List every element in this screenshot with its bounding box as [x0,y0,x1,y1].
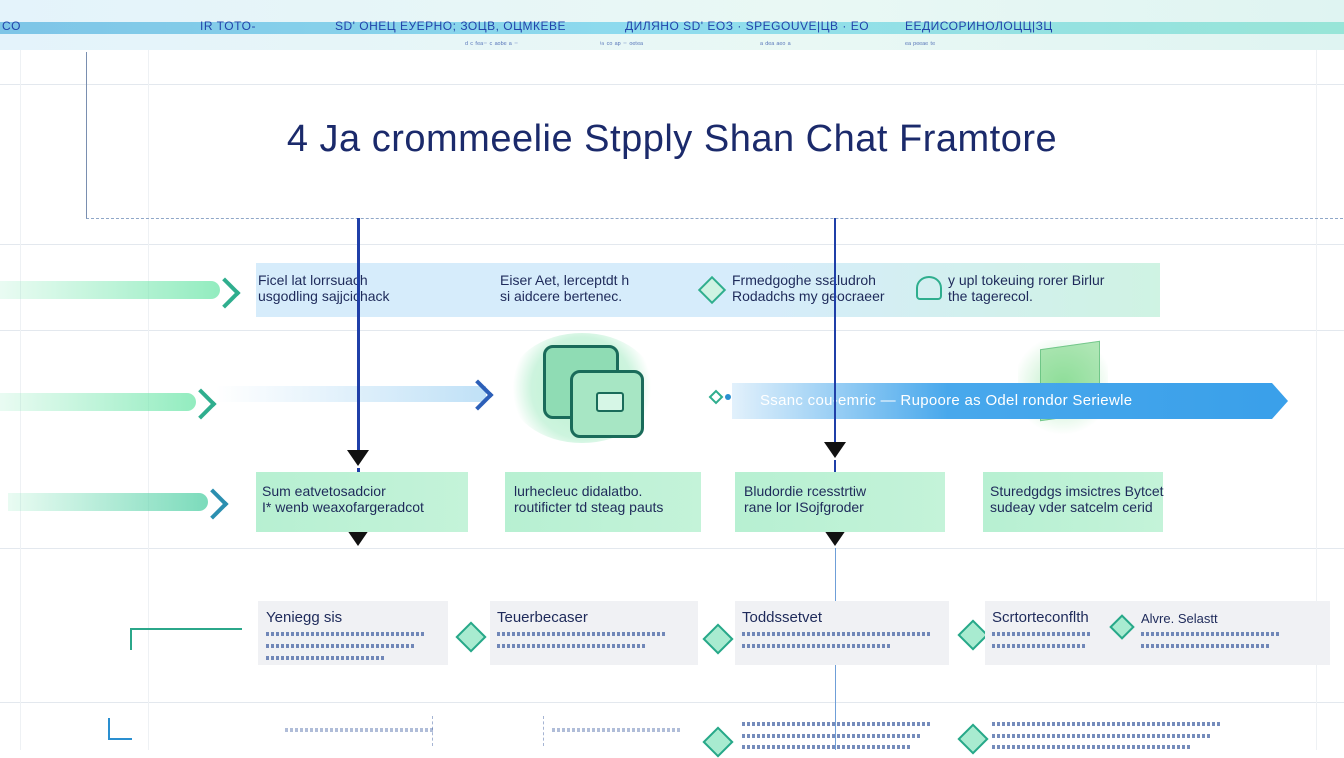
title-frame [86,52,1343,219]
text-placeholder [992,644,1087,648]
text-placeholder [992,745,1192,749]
grid-line [0,548,1344,549]
header-strip-subtext: ᵉᵃ ᵖᵉᵉᵃᵉ ᵗᵉ [905,40,936,49]
text-placeholder [552,728,682,732]
info-card-title: Alvre. Selastt [1141,611,1218,626]
header-strip-text: ДИЛЯНО SD' ЕОЗ · SPEGOUVE|ЦВ · ЕО [625,19,870,33]
header-strip-subtext: ⁱⁿ ᶜᵒ ᵃᵖ ⁻ ᵒᵉᵗᵉᵃ [600,40,644,49]
process-box-line1: lurhecleuc didalatbo. [514,483,643,499]
text-placeholder [742,632,932,636]
row1-item-line1: y upl tokeuing rorer Birlur [948,272,1105,288]
chevron-right-icon [462,379,494,411]
row1-item-line1: Ficel lat lorrsuach [258,272,368,288]
text-placeholder [432,716,544,746]
text-placeholder [285,728,435,732]
text-placeholder [497,632,667,636]
gem-icon [957,619,989,651]
grid-line [0,702,1344,703]
package-icon [570,370,644,438]
shield-icon [916,276,942,300]
text-placeholder [742,644,892,648]
header-strip-text: IR TOTO- [200,19,257,33]
info-card-title: Yeniegg sis [266,609,343,626]
bracket-connector [108,718,132,740]
connector-line [834,218,836,444]
row1-item-line1: Frmedgoghe ssaludroh [732,272,876,288]
info-card-title: Teuerbecaser [497,609,588,626]
text-placeholder [266,632,426,636]
header-strip-text: SD' ОНЕЦ ЕУЕРНО; ЗОЦВ, ОЦМКЕВЕ [335,19,567,33]
service-banner-tip [1272,383,1288,419]
header-strip-subtext: ᵃ ᵈᵉᵃ ᵃᵉᵒ ᵃ [760,40,791,49]
process-box-line2: sudeay vder satcelm cerid [990,499,1153,515]
process-box-line2: I* wenb weaxofargeradcot [262,499,424,515]
decorative-icon [708,388,734,406]
text-placeholder [992,722,1222,726]
bracket-connector [130,628,242,650]
grid-line [0,330,1344,331]
process-box [983,472,1163,532]
text-placeholder [266,656,386,660]
process-box [505,472,701,532]
text-placeholder [742,745,912,749]
arrow-down-icon [347,450,369,466]
header-strip-text: ЕЕДИСОРИНОЛОЦЦ|ЗЦ [905,19,1053,33]
process-box-line2: routificter td steag pauts [514,499,664,515]
process-box [735,472,945,532]
gem-icon [702,726,734,758]
text-placeholder [992,632,1092,636]
header-strip-left: CO [2,19,21,33]
process-box-line2: rane lor ISojfgroder [744,499,864,515]
flow-arrow-shaft [8,493,208,511]
text-placeholder [1141,632,1281,636]
header-strip-subtext: ᵈ ᶜ ᶠᵉᵃ⁻ ᶜ ᵃᵒᵇᵉ ᵃ ⁻ [465,40,519,49]
text-placeholder [1141,644,1271,648]
text-placeholder [742,722,932,726]
top-header-bar [0,22,1344,34]
info-card-title: Scrtorteconflth [992,609,1089,626]
process-box-line1: Bludordie rcesstrtiw [744,483,867,499]
gem-icon [455,621,487,653]
row1-item-line2: the tagerecol. [948,288,1033,304]
text-placeholder [497,644,647,648]
flow-arrow-shaft [0,281,220,299]
service-banner [732,383,1272,419]
diagram-title: 4 Ja crommeelie Stpply Shan Chat Framtor… [286,118,1058,160]
connector-line [357,218,360,452]
text-placeholder [742,734,922,738]
service-banner-label: Ssanc cou-emric — Rupoore as Odel rondor… [760,392,1133,409]
process-box-line1: Sum eatvetosadcior [262,483,386,499]
process-box-line1: Sturedgdgs imsictres Bytcet [990,483,1164,499]
row1-item-line2: si aidcere bertenec. [500,288,623,304]
row1-item-line2: usgodling sajjcichack [258,288,390,304]
flow-arrow-shaft [216,386,486,402]
row1-item-line2: Rodadchs my geocraeer [732,288,885,304]
row1-item-line1: Eiser Aet, lerceptdt h [500,272,630,288]
process-box [256,472,468,532]
text-placeholder [266,644,416,648]
arrow-down-icon [824,442,846,458]
gem-icon [702,623,734,655]
grid-line [1316,50,1317,750]
grid-line [0,244,1344,245]
info-card-title: Toddssetvet [742,609,823,626]
screen-icon [596,392,624,412]
flow-arrow-shaft [0,393,196,411]
grid-line [0,84,1344,85]
arrow-down-icon [824,530,846,546]
arrow-down-icon [347,530,369,546]
text-placeholder [992,734,1212,738]
